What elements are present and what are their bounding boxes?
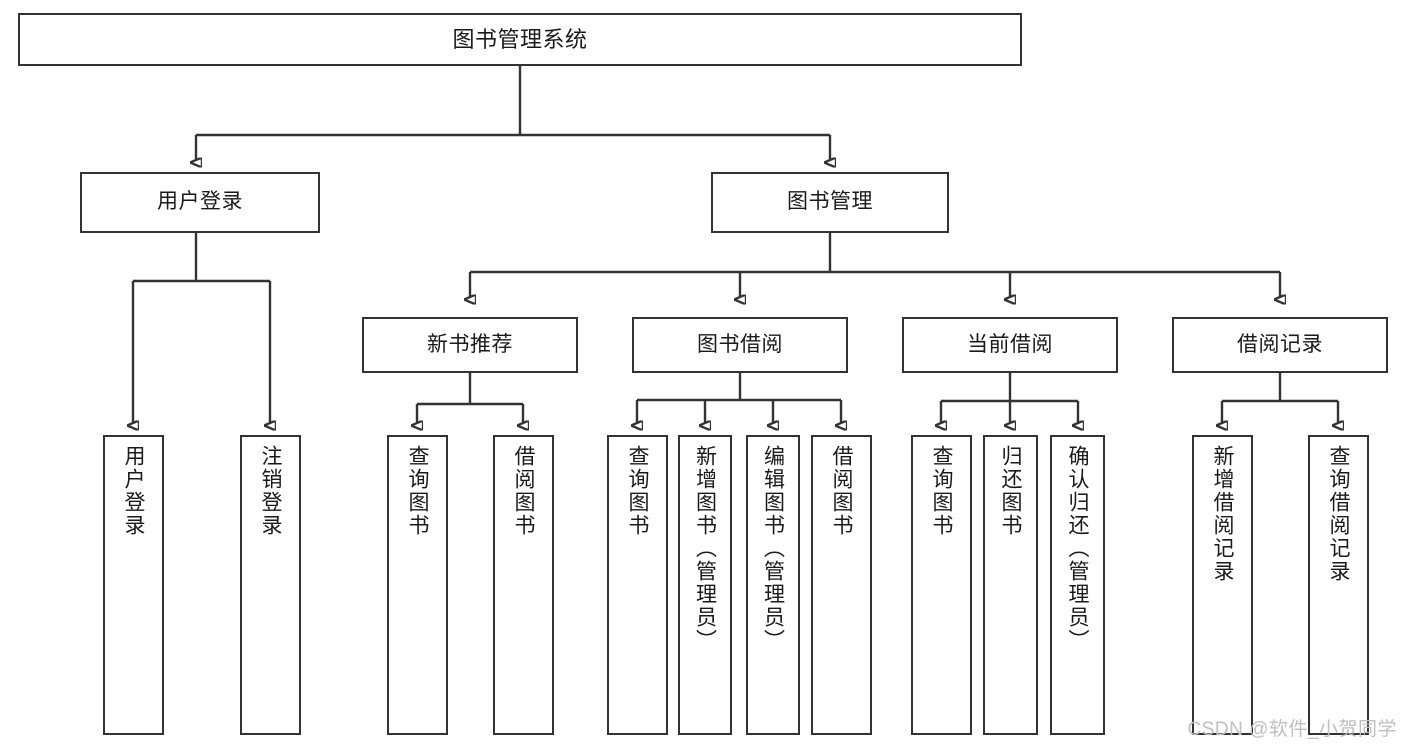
node-book-management-label: 图书管理 bbox=[787, 190, 873, 214]
leaf-edit-book-admin[interactable]: 编辑图书（管理员） bbox=[746, 435, 800, 735]
node-borrow-records[interactable]: 借阅记录 bbox=[1172, 317, 1388, 373]
leaf-borrow-books-newbooks-label: 借阅图书 bbox=[512, 445, 535, 537]
node-new-book-recommend[interactable]: 新书推荐 bbox=[362, 317, 578, 373]
node-user-login-label: 用户登录 bbox=[157, 190, 243, 214]
leaf-logout-label: 注销登录 bbox=[259, 445, 282, 537]
node-borrow-records-label: 借阅记录 bbox=[1237, 332, 1323, 356]
leaf-query-books-newbooks[interactable]: 查询图书 bbox=[387, 435, 448, 735]
node-book-borrow[interactable]: 图书借阅 bbox=[632, 317, 848, 373]
leaf-add-book-admin-label: 新增图书（管理员） bbox=[693, 445, 717, 652]
watermark-text: CSDN @软件_小贺同学 bbox=[1187, 719, 1397, 740]
leaf-query-borrow-record-label: 查询借阅记录 bbox=[1327, 445, 1350, 583]
leaf-user-login-label: 用户登录 bbox=[122, 445, 145, 537]
leaf-query-borrow-record[interactable]: 查询借阅记录 bbox=[1308, 435, 1369, 735]
node-root-system-label: 图书管理系统 bbox=[452, 26, 588, 52]
leaf-user-login[interactable]: 用户登录 bbox=[103, 435, 164, 735]
node-current-borrow[interactable]: 当前借阅 bbox=[902, 317, 1118, 373]
leaf-add-borrow-record-label: 新增借阅记录 bbox=[1211, 445, 1234, 583]
leaf-query-books-current[interactable]: 查询图书 bbox=[911, 435, 972, 735]
node-root-system[interactable]: 图书管理系统 bbox=[18, 13, 1022, 66]
leaf-borrow-books-newbooks[interactable]: 借阅图书 bbox=[493, 435, 554, 735]
leaf-borrow-books-borrow-label: 借阅图书 bbox=[830, 445, 853, 537]
leaf-confirm-return-admin[interactable]: 确认归还（管理员） bbox=[1050, 435, 1105, 735]
leaf-logout[interactable]: 注销登录 bbox=[240, 435, 301, 735]
leaf-confirm-return-admin-label: 确认归还（管理员） bbox=[1066, 445, 1089, 652]
leaf-query-books-newbooks-label: 查询图书 bbox=[406, 445, 429, 537]
leaf-query-books-current-label: 查询图书 bbox=[930, 445, 953, 537]
node-book-management[interactable]: 图书管理 bbox=[711, 172, 949, 233]
node-new-book-recommend-label: 新书推荐 bbox=[427, 332, 513, 356]
leaf-query-books-borrow[interactable]: 查询图书 bbox=[607, 435, 668, 735]
leaf-add-borrow-record[interactable]: 新增借阅记录 bbox=[1192, 435, 1253, 735]
leaf-return-book[interactable]: 归还图书 bbox=[983, 435, 1038, 735]
leaf-borrow-books-borrow[interactable]: 借阅图书 bbox=[811, 435, 872, 735]
node-book-borrow-label: 图书借阅 bbox=[697, 332, 783, 356]
node-current-borrow-label: 当前借阅 bbox=[967, 332, 1053, 356]
node-user-login[interactable]: 用户登录 bbox=[80, 172, 320, 233]
leaf-query-books-borrow-label: 查询图书 bbox=[626, 445, 649, 537]
leaf-edit-book-admin-label: 编辑图书（管理员） bbox=[761, 445, 785, 652]
leaf-add-book-admin[interactable]: 新增图书（管理员） bbox=[678, 435, 732, 735]
leaf-return-book-label: 归还图书 bbox=[999, 445, 1022, 537]
